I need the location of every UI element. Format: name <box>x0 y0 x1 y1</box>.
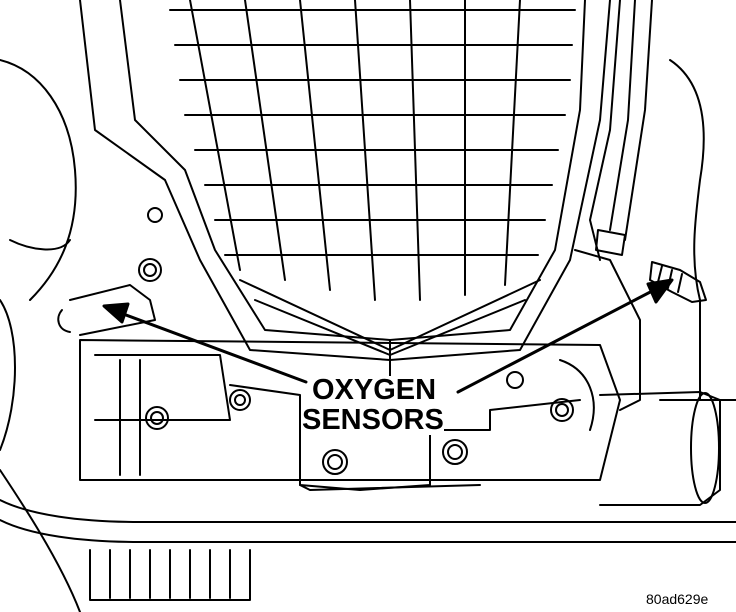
left-wheel-outline <box>0 59 81 612</box>
arrow-right-line <box>456 286 660 394</box>
bolts <box>138 207 574 475</box>
callout-label-line2: SENSORS <box>302 404 444 436</box>
callout-label-line1: OXYGEN <box>312 374 437 406</box>
arrow-left-head <box>102 302 130 324</box>
arrow-left-line <box>116 310 308 384</box>
crossmember-assembly <box>79 339 621 491</box>
oil-pan <box>79 0 611 381</box>
lower-frame-bar <box>0 499 736 601</box>
exhaust-pipe-left <box>57 284 156 336</box>
figure-id: 80ad629e <box>646 591 709 607</box>
exhaust-pipe-right <box>599 391 721 506</box>
right-frame-structure <box>574 0 736 411</box>
callout-arrows <box>102 278 674 394</box>
arrow-right-head <box>646 278 674 304</box>
